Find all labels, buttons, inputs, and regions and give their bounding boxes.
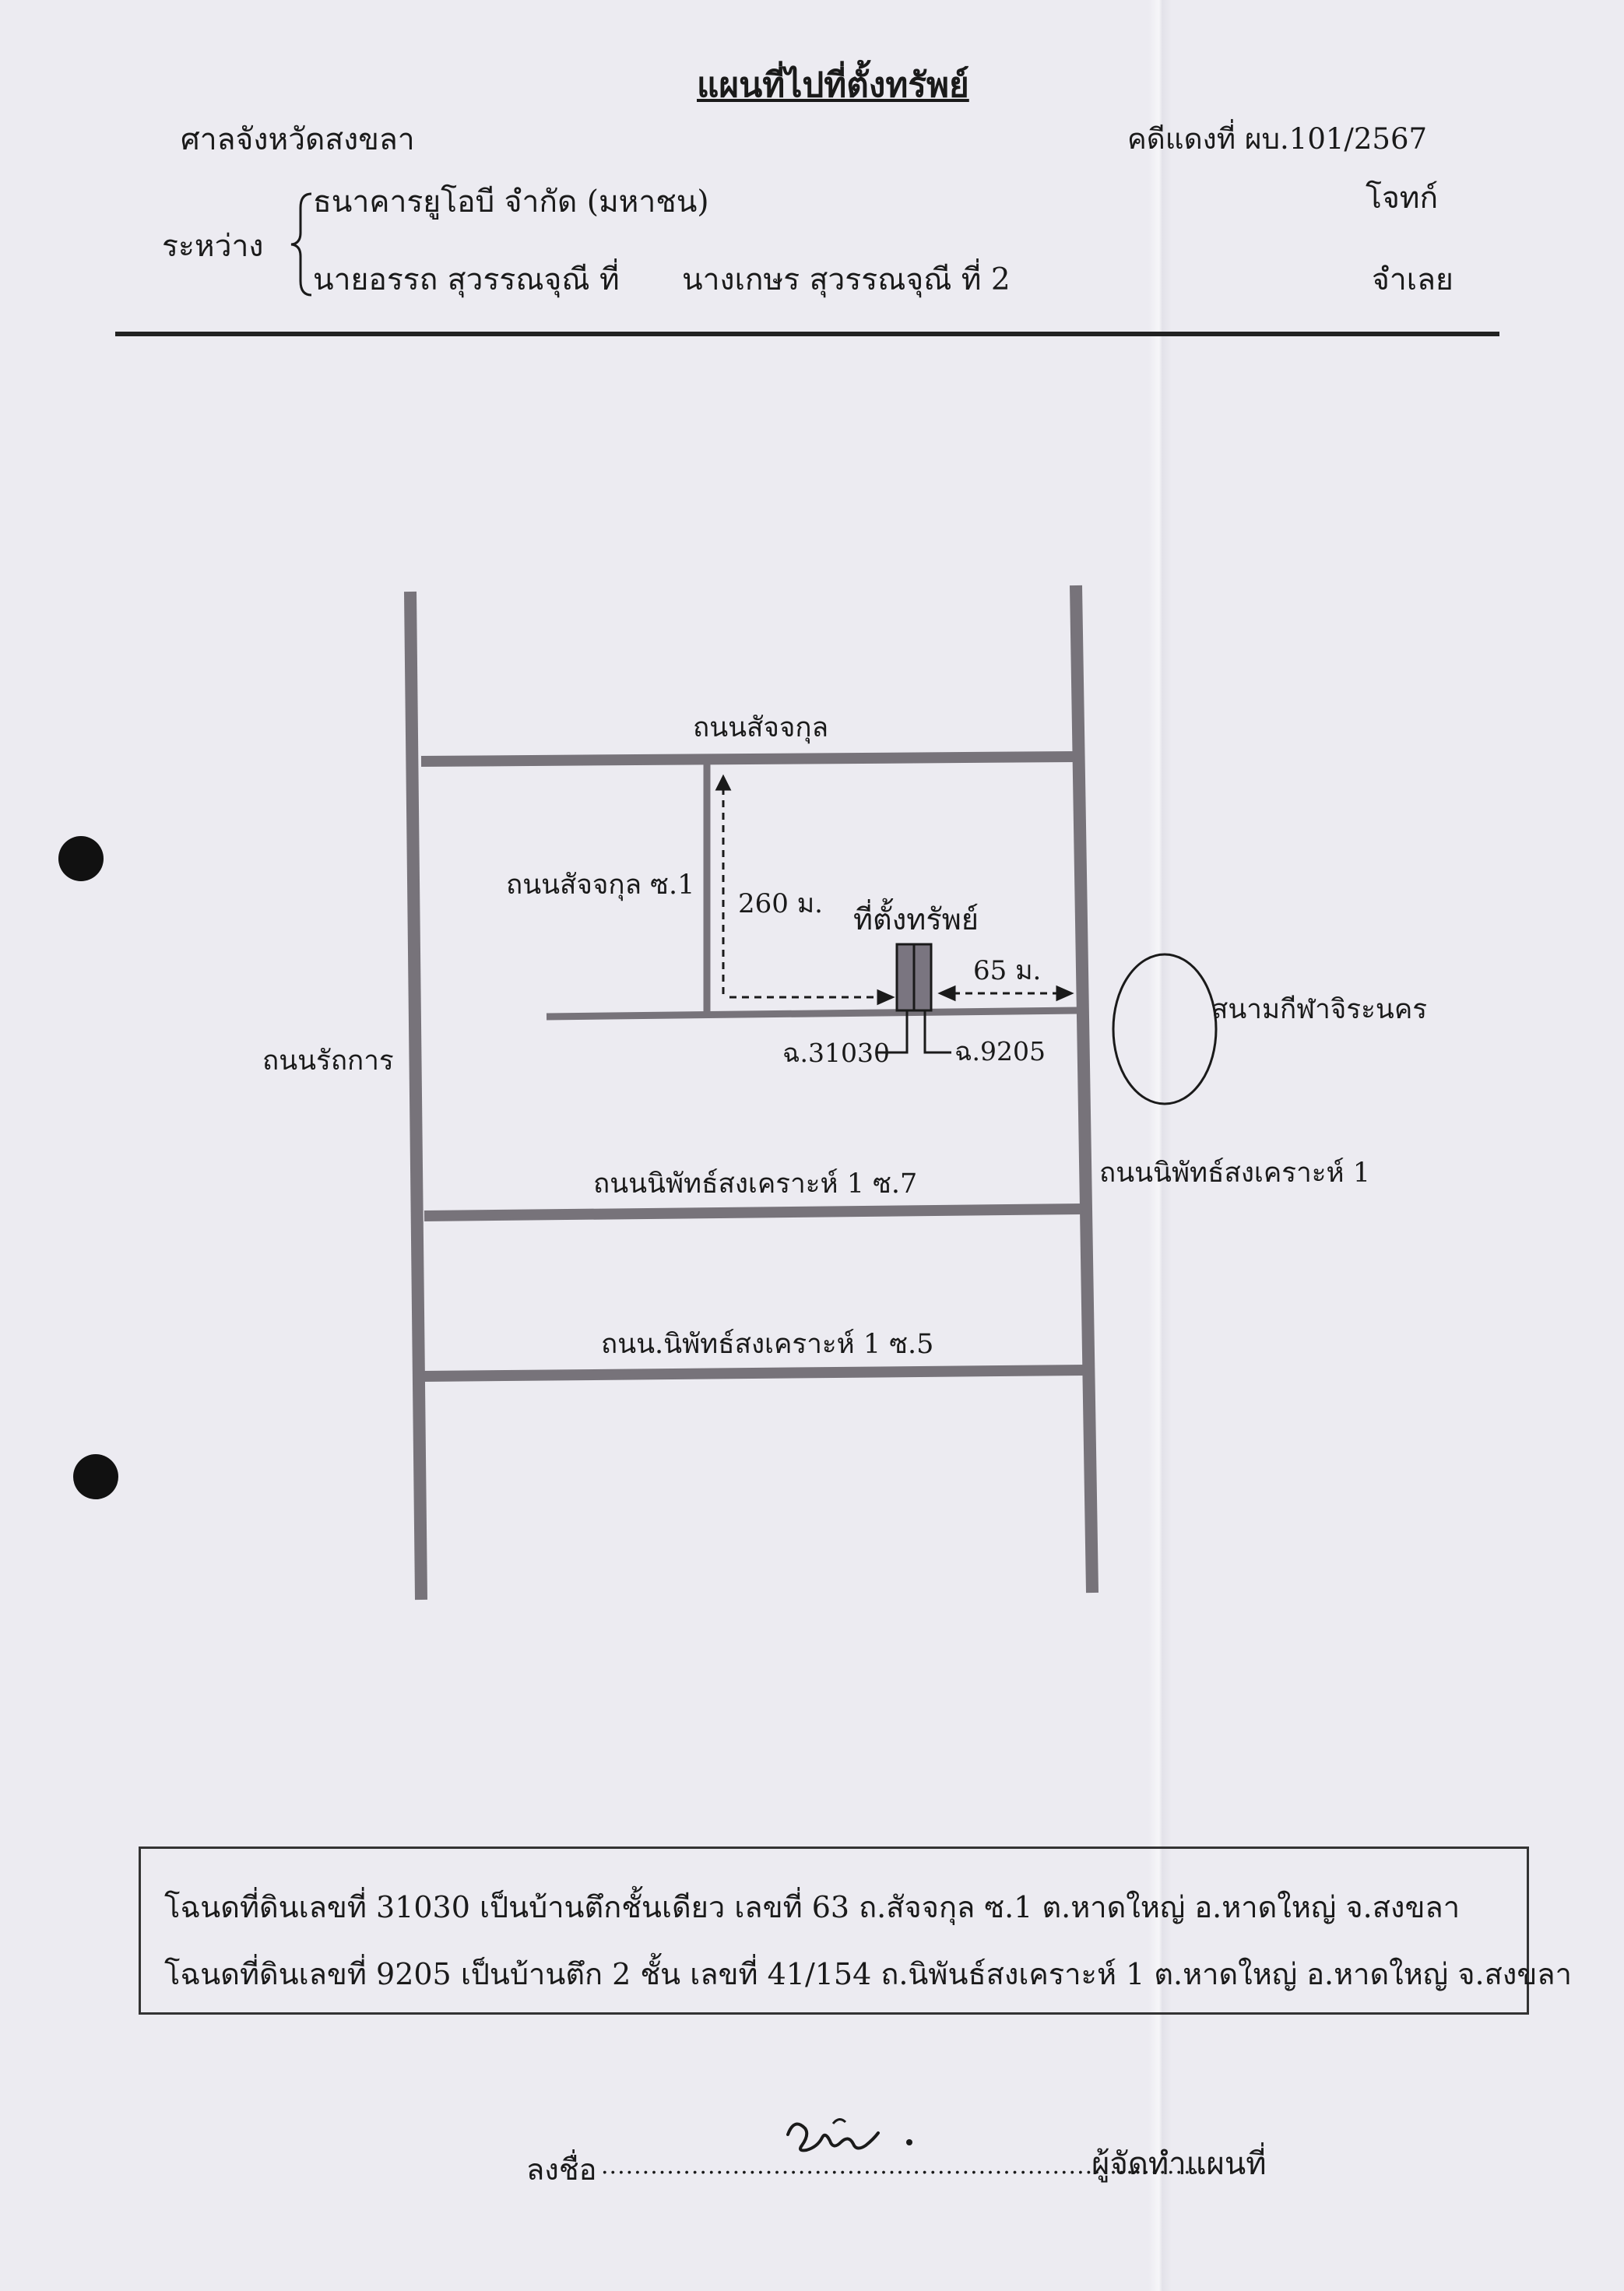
brace-symbol [290, 192, 312, 297]
description-line-2: โฉนดที่ดินเลขที่ 9205 เป็นบ้านตึก 2 ชั้น… [164, 1957, 1572, 1991]
sign-dots: ........................................… [601, 2152, 1208, 2180]
east-arrowhead-1 [877, 989, 895, 1006]
distance-markers [715, 774, 1074, 1006]
plaintiff-role: โจทก์ [1366, 181, 1439, 216]
sign-label: ลงชื่อ [526, 2152, 597, 2187]
sign-role: ผู้จัดทำแผนที่ [1091, 2146, 1267, 2182]
label-road-soi1: ถนนสัจจกุล ซ.1 [506, 870, 695, 901]
label-road-right: ถนนนิพัทธ์สงเคราะห์ 1 [1099, 1158, 1371, 1189]
leader-right [923, 1010, 951, 1054]
paper-fold [1148, 0, 1172, 2291]
label-distance-east: 65 ม. [973, 955, 1042, 986]
parcel-9205 [912, 943, 933, 1012]
header-divider [115, 332, 1499, 336]
defendant-1: นายอรรถ สุวรรณจุณี ที่ [313, 262, 620, 297]
label-road-top: ถนนสัจจกุล [693, 712, 829, 743]
road-middle [546, 1007, 1078, 1021]
label-deed-9205: ฉ.9205 [954, 1036, 1046, 1066]
defendant-2: นางเกษร สุวรรณจุณี ที่ 2 [682, 262, 1011, 297]
label-distance-north: 260 ม. [738, 888, 823, 919]
parcel-31030 [895, 943, 916, 1012]
road-soi5 [424, 1365, 1086, 1382]
label-deed-31030: ฉ.31030 [782, 1038, 890, 1068]
court-name: ศาลจังหวัดสงขลา [181, 122, 415, 157]
stadium-outline [1112, 953, 1218, 1105]
handwritten-signature [786, 2118, 912, 2152]
case-number: คดีแดงที่ ผบ.101/2567 [1127, 122, 1428, 156]
west-arrowhead [937, 985, 956, 1002]
document-title: แผนที่ไปที่ตั้งทรัพย์ [697, 65, 969, 105]
label-road-soi7: ถนนนิพัทธ์สงเคราะห์ 1 ซ.7 [593, 1168, 918, 1200]
road-right [1070, 585, 1098, 1594]
road-left [404, 591, 427, 1601]
label-stadium: สนามกีฬาจิระนคร [1211, 994, 1428, 1025]
road-soi7 [424, 1203, 1083, 1221]
label-road-left: ถนนรัถการ [262, 1045, 394, 1077]
punch-hole-top [58, 836, 104, 881]
plaintiff-name: ธนาคารยูโอบี จำกัด (มหาชน) [313, 184, 709, 220]
leader-left [877, 1010, 909, 1054]
defendant-role: จำเลย [1372, 262, 1454, 297]
north-arrowhead [715, 774, 732, 791]
east-arrowhead-2 [1056, 985, 1074, 1002]
description-line-1: โฉนดที่ดินเลขที่ 31030 เป็นบ้านตึกชั้นเด… [164, 1890, 1461, 1924]
description-box: โฉนดที่ดินเลขที่ 31030 เป็นบ้านตึกชั้นเด… [139, 1847, 1572, 2015]
property-parcels [877, 943, 951, 1054]
label-road-soi5: ถนน.นิพัทธ์สงเคราะห์ 1 ซ.5 [601, 1329, 934, 1360]
label-property: ที่ตั้งทรัพย์ [853, 902, 979, 936]
road-top [420, 751, 1075, 767]
between-label: ระหว่าง [162, 229, 264, 264]
punch-hole-bottom [73, 1454, 118, 1499]
